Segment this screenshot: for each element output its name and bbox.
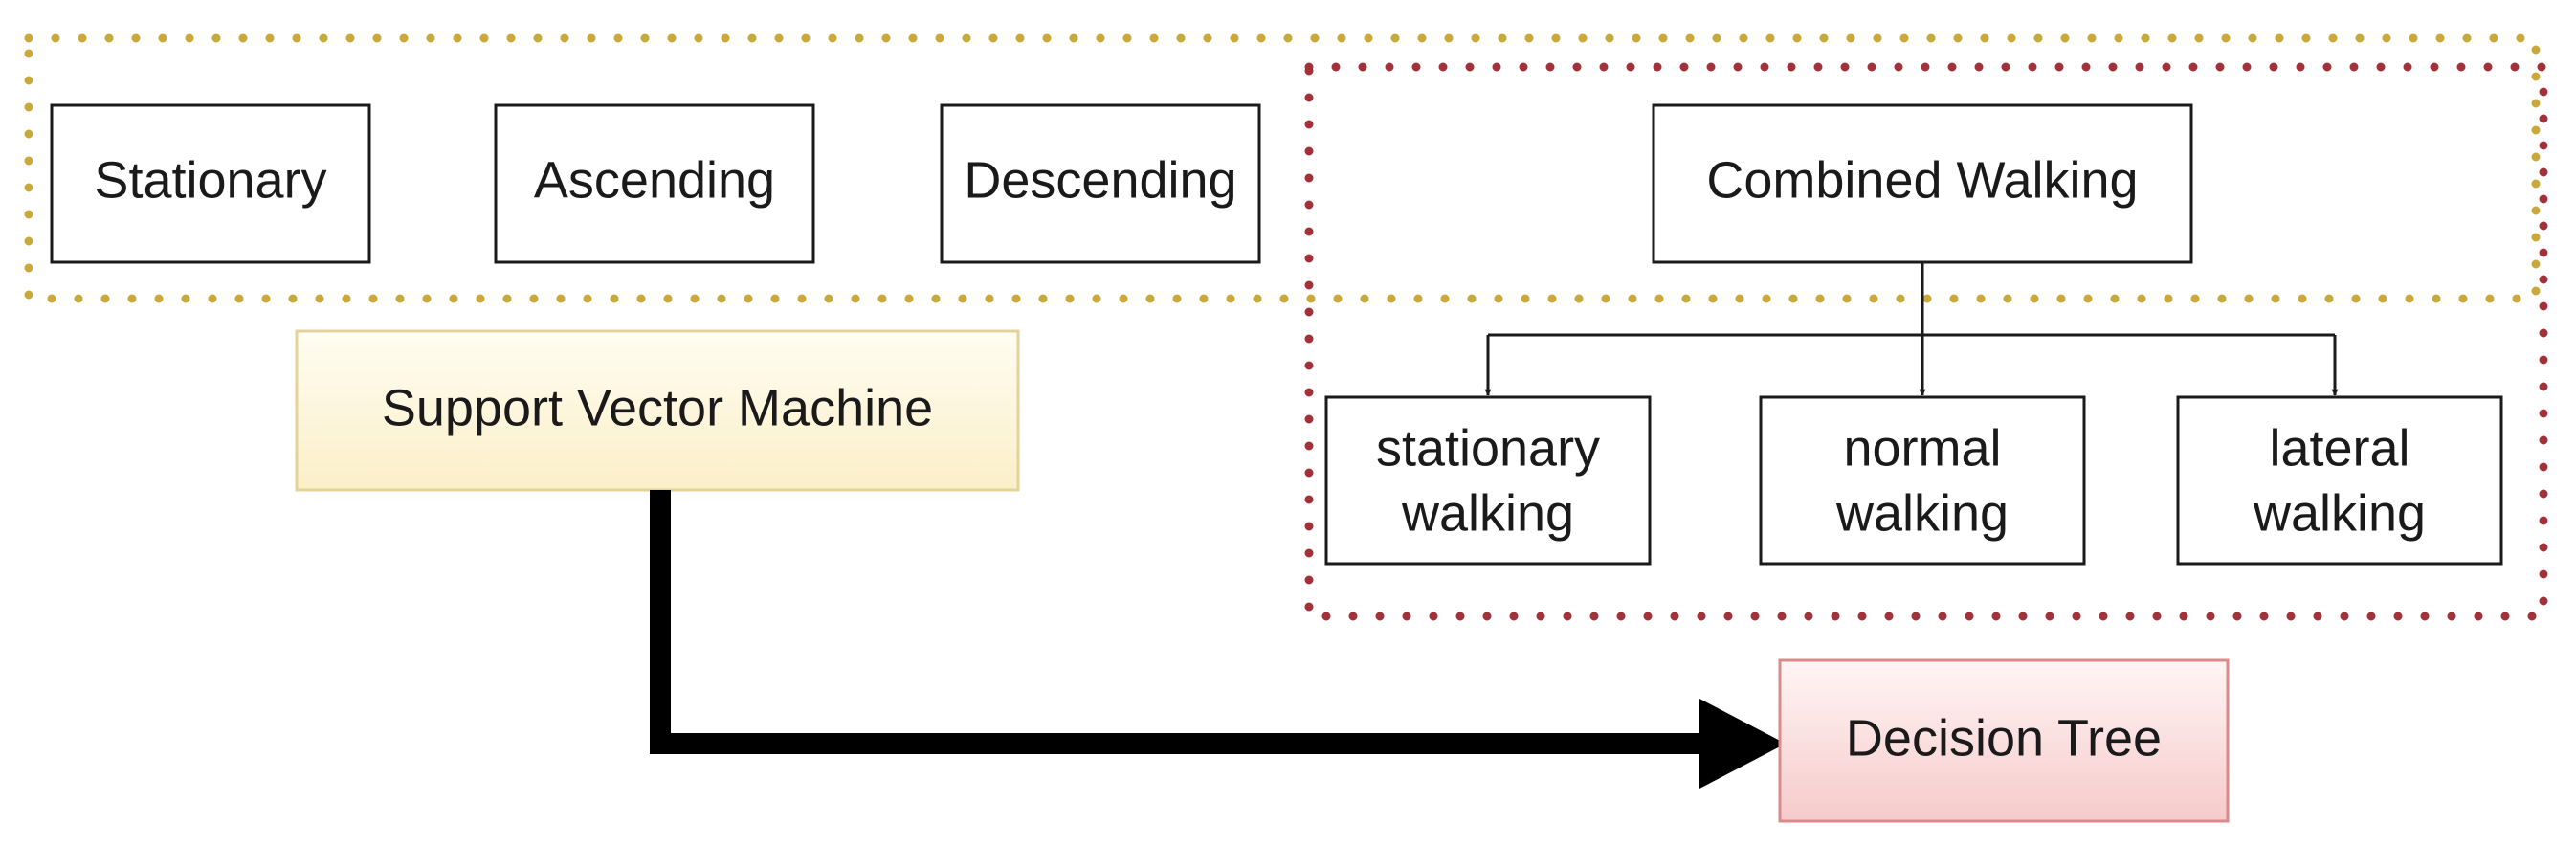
svm-class-group-outline: [24, 33, 2541, 303]
node-ascending: Ascending: [494, 103, 815, 264]
node-support-vector-machine: Support Vector Machine: [295, 329, 1020, 492]
node-stationary-walking-line2: walking: [1401, 484, 1574, 542]
node-descending-label: Descending: [964, 151, 1236, 209]
node-stationary-walking: stationary walking: [1324, 395, 1652, 566]
node-lateral-walking: lateral walking: [2176, 395, 2503, 566]
node-stationary: Stationary: [50, 103, 371, 264]
decision-tree-group-outline: [1304, 62, 2548, 621]
flow-arrow-svm-to-decision-tree: [650, 490, 1786, 789]
node-ascending-label: Ascending: [534, 151, 775, 209]
node-normal-walking-line1: normal: [1843, 419, 2001, 477]
node-decision-tree-label: Decision Tree: [1846, 709, 2162, 767]
node-decision-tree: Decision Tree: [1778, 658, 2230, 823]
node-stationary-walking-line1: stationary: [1376, 419, 1600, 477]
node-stationary-label: Stationary: [94, 151, 326, 209]
node-lateral-walking-line1: lateral: [2269, 419, 2409, 477]
node-combined-walking-label: Combined Walking: [1706, 151, 2138, 209]
node-normal-walking-line2: walking: [1835, 484, 2009, 542]
tree-connectors: [1484, 262, 2339, 396]
flow-arrowhead: [1699, 699, 1786, 789]
node-combined-walking: Combined Walking: [1652, 103, 2193, 264]
node-svm-label: Support Vector Machine: [382, 379, 933, 436]
node-lateral-walking-line2: walking: [2253, 484, 2426, 542]
node-descending: Descending: [940, 103, 1261, 264]
node-normal-walking: normal walking: [1759, 395, 2086, 566]
